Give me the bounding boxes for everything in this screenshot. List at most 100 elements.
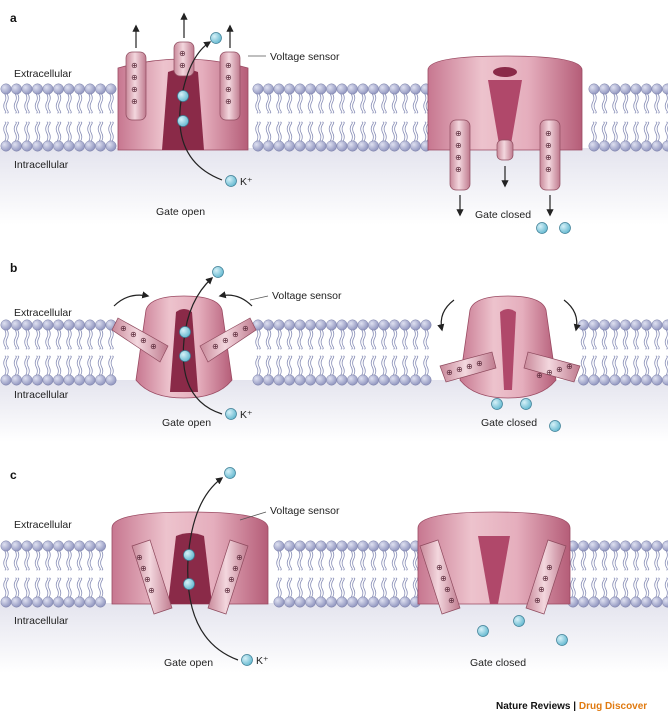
lipid-head <box>337 141 347 151</box>
lipid-tail <box>35 122 37 141</box>
lipid-tail <box>340 551 342 570</box>
lipid-head <box>379 320 389 330</box>
lipid-tail <box>392 356 394 375</box>
lipid-tail <box>657 330 659 349</box>
lipid-tail <box>6 578 8 597</box>
lipid-tail <box>592 122 594 141</box>
plus-charge-icon: ⊕ <box>225 97 232 106</box>
gate-closed-label: Gate closed <box>475 209 531 221</box>
lipid-tail <box>573 551 575 570</box>
lipid-tail <box>613 356 615 375</box>
lipid-tail <box>605 330 607 349</box>
lipid-tail <box>287 578 289 597</box>
lipid-tail <box>300 551 302 570</box>
lipid-tail <box>46 330 48 349</box>
lipid-tail <box>644 578 646 597</box>
lipid-tail <box>361 356 363 375</box>
lipid-head <box>337 84 347 94</box>
plus-charge-icon: ⊕ <box>545 141 552 150</box>
lipid-tail <box>279 122 281 141</box>
lipid-head <box>379 84 389 94</box>
lipid-head <box>53 541 63 551</box>
lipid-tail <box>424 122 426 141</box>
plus-charge-icon: ⊕ <box>131 85 138 94</box>
lipid-tail <box>361 94 363 113</box>
lipid-head <box>662 84 668 94</box>
lipid-tail <box>287 94 289 113</box>
lipid-tail <box>594 578 596 597</box>
lipid-tail <box>88 94 90 113</box>
lipid-head <box>32 375 42 385</box>
lipid-head <box>284 84 294 94</box>
lipid-head <box>1 375 11 385</box>
plus-charge-icon: ⊕ <box>440 574 447 583</box>
lipid-tail <box>321 578 323 597</box>
lipid-tail <box>413 330 415 349</box>
lipid-tail <box>602 122 604 141</box>
lipid-head <box>400 320 410 330</box>
lipid-tail <box>592 94 594 113</box>
lipid-head <box>652 141 662 151</box>
lipid-tail <box>623 94 625 113</box>
lipid-tail <box>374 356 376 375</box>
lipid-head <box>53 141 63 151</box>
lipid-head <box>389 320 399 330</box>
lipid-tail <box>77 122 79 141</box>
lipid-tail <box>626 122 628 141</box>
plus-charge-icon: ⊕ <box>236 553 243 562</box>
potassium-ion-icon <box>242 655 253 666</box>
lipid-tail <box>615 578 617 597</box>
plus-charge-icon: ⊕ <box>545 153 552 162</box>
lipid-tail <box>371 94 373 113</box>
lipid-tail <box>353 330 355 349</box>
lipid-tail <box>636 356 638 375</box>
lipid-tail <box>321 94 323 113</box>
lipid-head <box>337 541 347 551</box>
lipid-tail <box>602 551 604 570</box>
lipid-tail <box>266 330 268 349</box>
lipid-tail <box>90 330 92 349</box>
plus-charge-icon: ⊕ <box>455 129 462 138</box>
lipid-tail <box>59 122 61 141</box>
lipid-head <box>106 375 116 385</box>
lipid-tail <box>98 122 100 141</box>
lipid-head <box>316 84 326 94</box>
lipid-head <box>53 597 63 607</box>
lipid-tail <box>98 330 100 349</box>
lipid-tail <box>353 122 355 141</box>
lipid-tail <box>111 330 113 349</box>
lipid-tail <box>424 356 426 375</box>
lipid-head <box>74 320 84 330</box>
lipid-tail <box>403 330 405 349</box>
lipid-tail <box>413 578 415 597</box>
lipid-tail <box>90 356 92 375</box>
lipid-tail <box>98 356 100 375</box>
lipid-tail <box>655 551 657 570</box>
lipid-tail <box>311 94 313 113</box>
lipid-tail <box>626 551 628 570</box>
lipid-tail <box>371 122 373 141</box>
lipid-tail <box>613 551 615 570</box>
lipid-tail <box>382 122 384 141</box>
panel-c: ⊕ ⊕ ⊕ ⊕ ⊕ ⊕ ⊕ ⊕ ⊕ ⊕ ⊕ <box>0 468 668 674</box>
panel-letter: b <box>10 261 17 275</box>
lipid-head <box>305 141 315 151</box>
lipid-head <box>589 320 599 330</box>
lipid-head <box>274 541 284 551</box>
lipid-tail <box>27 330 29 349</box>
lipid-tail <box>27 551 29 570</box>
lipid-head <box>379 597 389 607</box>
lipid-tail <box>77 94 79 113</box>
intracellular-label: Intracellular <box>14 389 69 401</box>
lipid-tail <box>332 551 334 570</box>
lipid-tail <box>298 330 300 349</box>
lipid-tail <box>382 578 384 597</box>
lipid-tail <box>319 330 321 349</box>
lipid-tail <box>27 356 29 375</box>
lipid-head <box>326 541 336 551</box>
potassium-ion-icon <box>226 409 237 420</box>
lipid-head <box>589 541 599 551</box>
panel-letter: a <box>10 11 17 25</box>
lipid-head <box>358 375 368 385</box>
lipid-tail <box>342 122 344 141</box>
